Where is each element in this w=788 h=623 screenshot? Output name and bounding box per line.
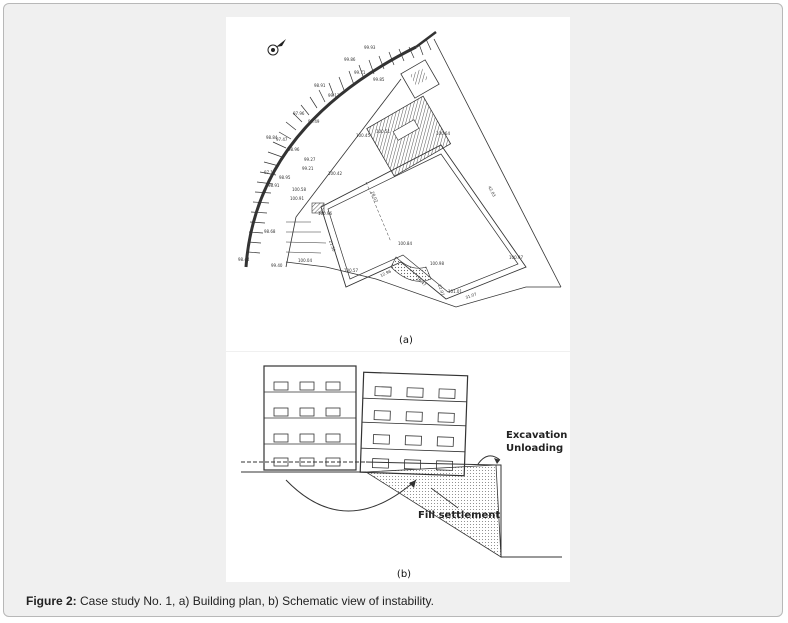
elevation-label: 98.95 [279, 175, 291, 180]
elevation-label: 100.84 [398, 241, 412, 246]
existing-structure [366, 95, 452, 177]
excavation-arrow [477, 455, 501, 465]
arrow-head-icon [409, 480, 416, 488]
dimension-label: 28.07 [370, 191, 379, 204]
figure-caption: Figure 2: Case study No. 1, a) Building … [26, 594, 434, 608]
excavation-wall [496, 464, 562, 558]
elevation-label: 100.98 [430, 261, 444, 266]
elevation-label: 98.96 [288, 147, 300, 152]
building-plan-panel: 99.93 99.86 99.71 99.85 99.13 98.91 97.9… [226, 17, 570, 351]
dimension-label: 12.47 [415, 276, 427, 287]
dimension-label: 12.96 [379, 268, 392, 278]
elevation-label: 100.45 [356, 133, 370, 138]
elevation-label: 100.57 [344, 268, 358, 273]
elevation-label: 100.42 [328, 171, 342, 176]
ground-line [365, 461, 497, 466]
elevation-labels: 99.93 99.86 99.71 99.85 99.13 98.91 97.9… [238, 45, 523, 294]
dimension-labels: 42.03 31.07 12.96 21.30 12.47 28.07 22.9… [328, 185, 497, 300]
unloading-label: Unloading [506, 443, 563, 454]
small-structure [400, 59, 440, 99]
elevation-label: 99.49 [308, 119, 320, 124]
dimension-label: 31.07 [465, 291, 478, 300]
fill-settlement-label: Fill settlement [418, 510, 500, 521]
north-arrow-icon [267, 39, 286, 56]
elevation-label: 97.11 [264, 170, 276, 175]
left-building [263, 365, 357, 471]
elevation-label: 101.01 [448, 289, 462, 294]
elevation-label: 100.51 [376, 129, 390, 134]
dimension-label: 22.97 [437, 284, 446, 297]
elevation-label: 98.44 [238, 257, 250, 262]
arrow-head-icon [494, 458, 500, 464]
elevation-label: 99.40 [271, 263, 283, 268]
caption-prefix: Figure 2: [26, 594, 77, 608]
elevation-label: 100.91 [290, 196, 304, 201]
schematic-panel: Excavation Unloading Fill settlement (b) [226, 352, 570, 582]
elevation-label: 98.91 [314, 83, 326, 88]
elevation-label: 99.27 [304, 157, 316, 162]
tilted-building [359, 371, 469, 477]
elevation-label: 99.13 [328, 93, 340, 98]
lot-boundary [285, 38, 562, 308]
rotation-arrow [285, 479, 417, 512]
excavation-label: Excavation [506, 430, 567, 441]
elevation-label: 100.97 [509, 255, 523, 260]
small-structure-hatch [409, 68, 429, 86]
elevation-label: 100.58 [292, 187, 306, 192]
elevation-label: 99.86 [344, 57, 356, 62]
ramp [390, 256, 432, 282]
caption-text: Case study No. 1, a) Building plan, b) S… [76, 594, 434, 608]
road-boundary [244, 31, 437, 268]
elevation-label: 98.91 [268, 183, 280, 188]
elevation-label: 99.93 [364, 45, 376, 50]
schematic-drawing: Excavation Unloading Fill settlement [241, 365, 567, 558]
elevation-label: 97.47 [276, 137, 288, 142]
elevation-label: 100.04 [298, 258, 312, 263]
panel-a-label: (a) [399, 335, 413, 346]
fill-leader-line [430, 487, 459, 509]
feature-hatch [311, 202, 325, 214]
elevation-label: 98.68 [264, 229, 276, 234]
elevation-label: 99.85 [373, 77, 385, 82]
building-plan-drawing: 99.93 99.86 99.71 99.85 99.13 98.91 97.9… [238, 31, 562, 308]
elevation-label: 100.64 [436, 131, 450, 136]
elevation-label: 99.71 [354, 70, 366, 75]
figure-frame: 99.93 99.86 99.71 99.85 99.13 98.91 97.9… [3, 3, 783, 617]
panel-b-label: (b) [396, 569, 412, 580]
dimension-label: 42.03 [487, 185, 497, 198]
elevation-label: 99.21 [302, 166, 314, 171]
elevation-label: 98.84 [266, 135, 278, 140]
elevation-label: 97.96 [293, 111, 305, 116]
fill-wedge [364, 464, 502, 558]
dimension-label: 21.30 [328, 240, 337, 253]
elevation-label: 100.96 [318, 211, 332, 216]
